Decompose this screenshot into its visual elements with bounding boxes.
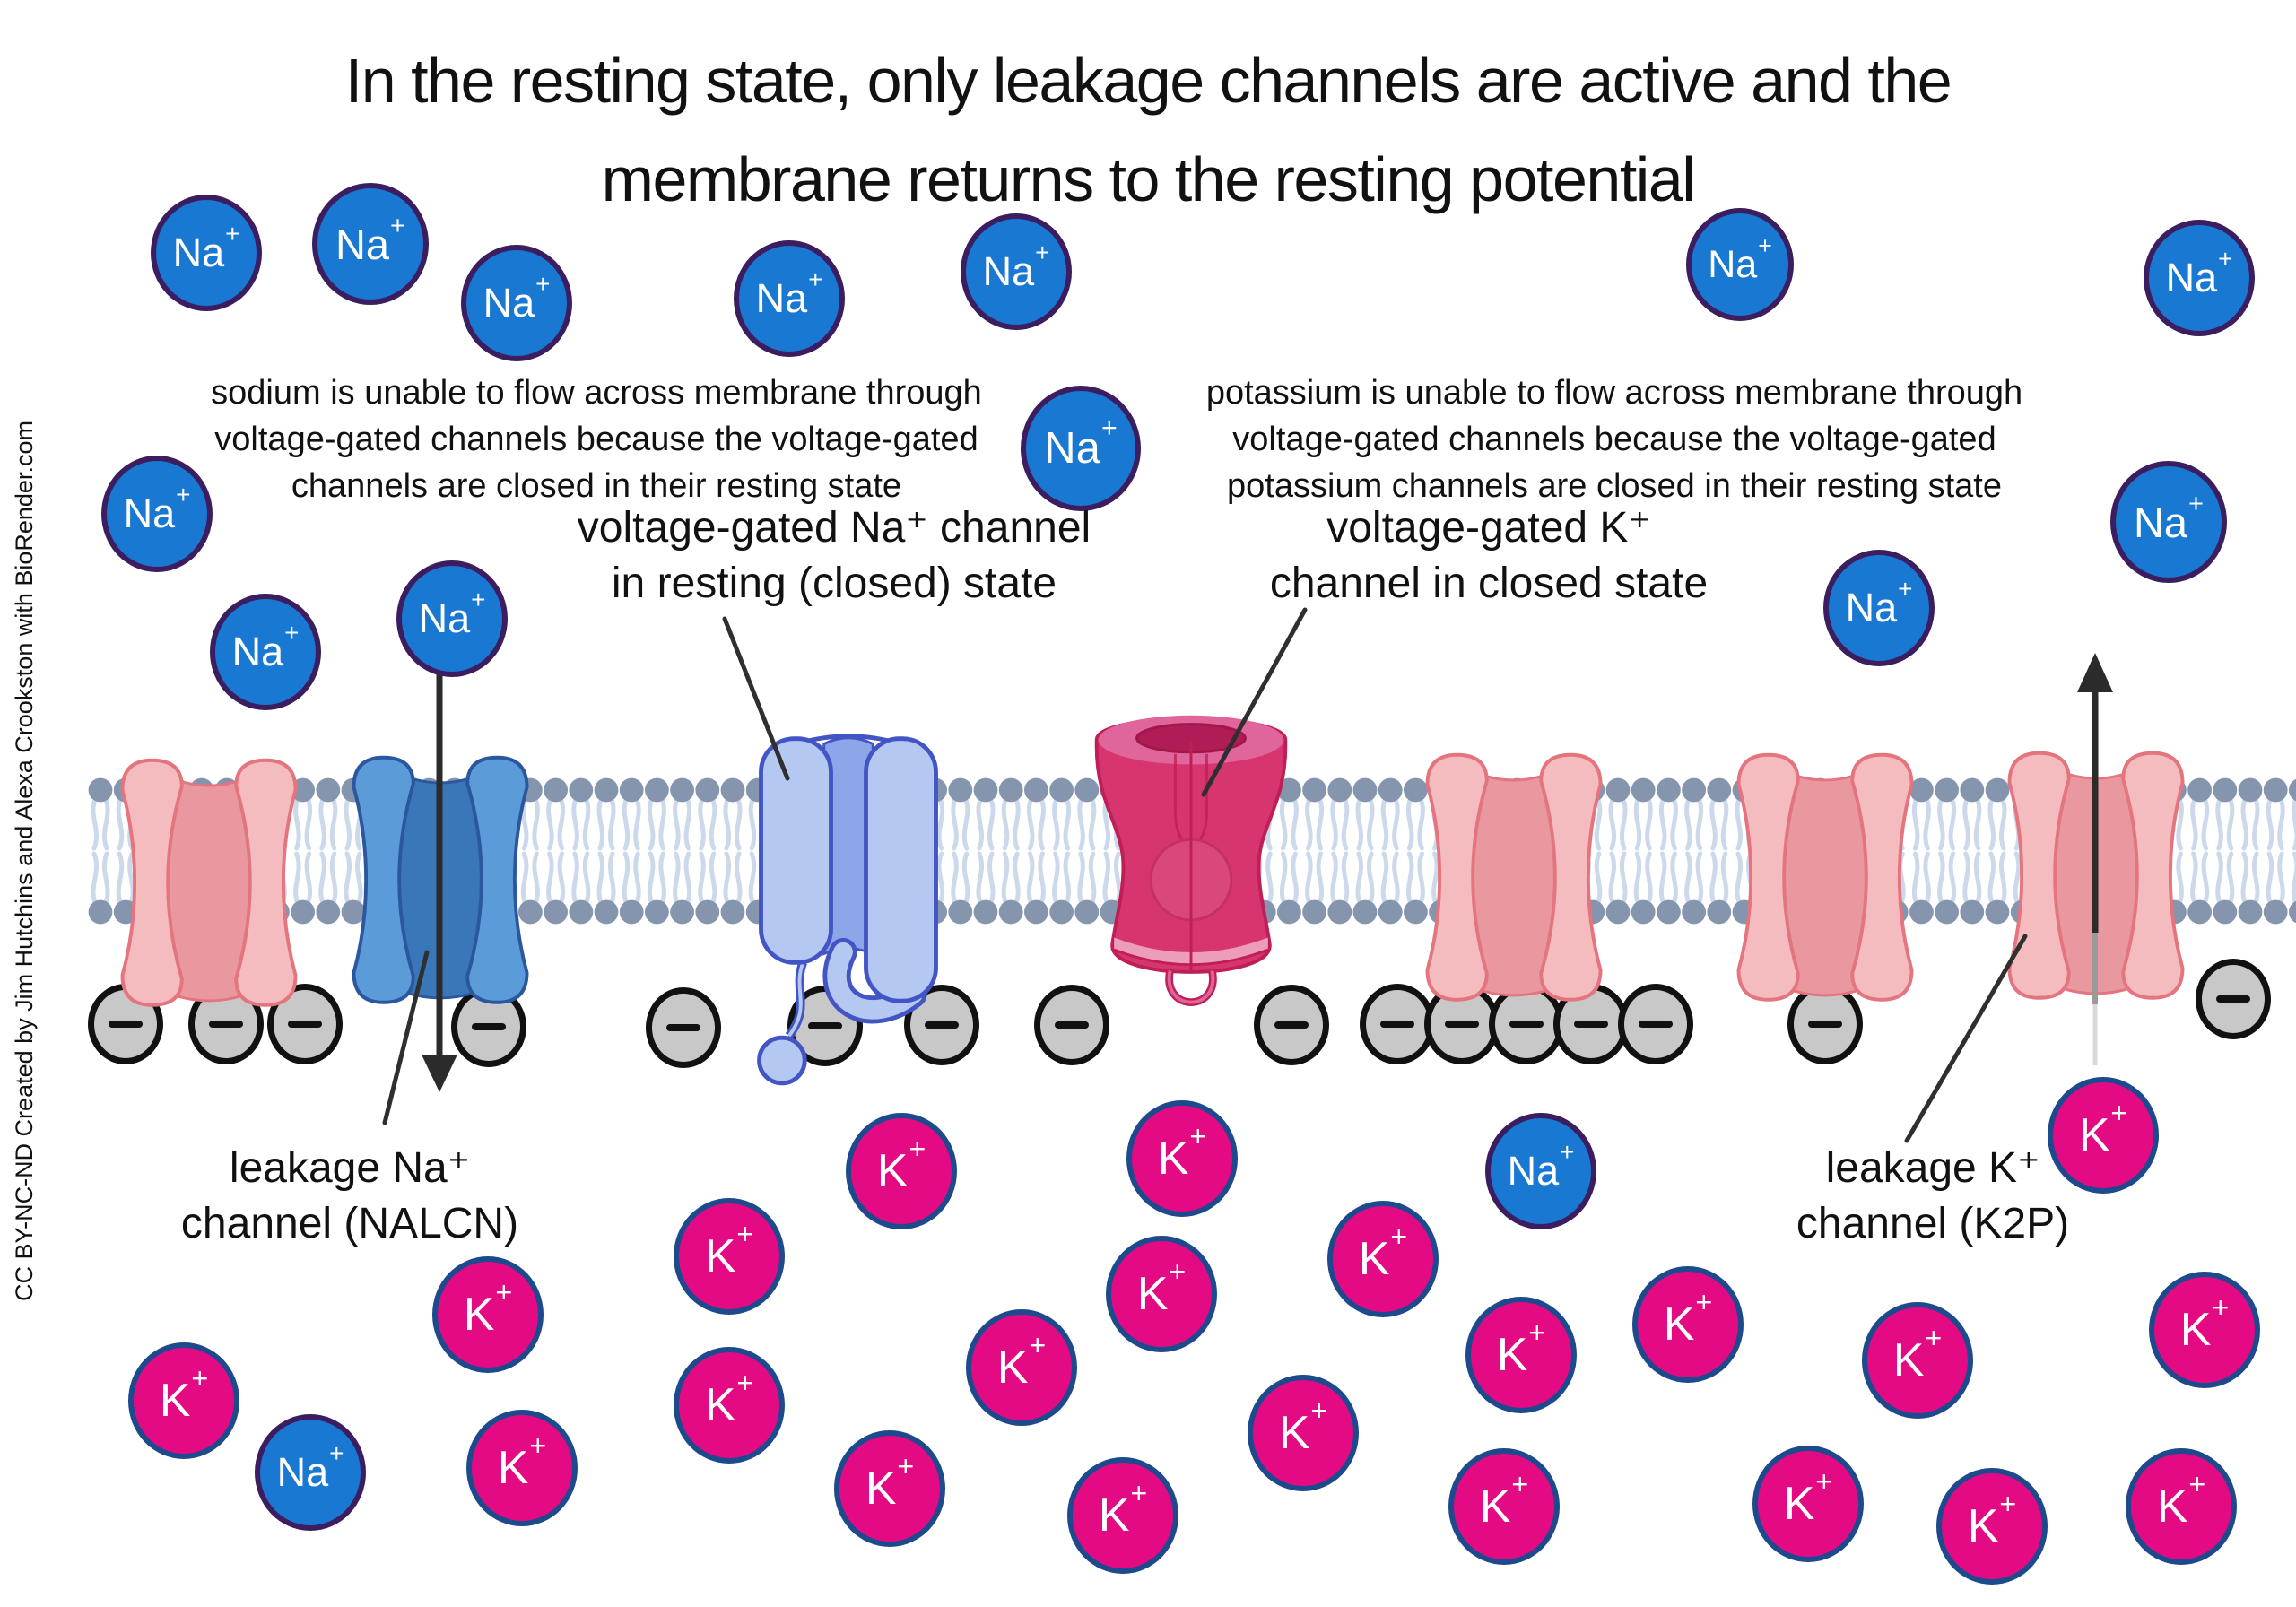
title-line-1: In the resting state, only leakage chann… <box>344 46 1952 116</box>
na-ion: Na+ <box>210 594 321 710</box>
na-ion: Na+ <box>1823 550 1935 666</box>
label-leakage-k-channel: leakage K⁺ channel (K2P) <box>1796 1144 2070 1247</box>
k-ion: K+ <box>1862 1302 1973 1419</box>
na-ion: Na+ <box>396 560 508 677</box>
k-ion: K+ <box>1126 1100 1238 1217</box>
negative-charge <box>1424 984 1500 1064</box>
potassium-annotation: potassium is unable to flow across membr… <box>1205 374 2023 505</box>
voltage-gated-k-channel <box>1091 708 1292 1016</box>
membrane-protein-right-2 <box>1724 746 1926 1009</box>
k-ion: K+ <box>466 1410 578 1526</box>
k-ion: K+ <box>1752 1446 1864 1562</box>
negative-charge <box>188 984 264 1064</box>
na-influx-arrow <box>422 671 457 1092</box>
voltage-gated-na-channel <box>753 728 944 1106</box>
k-ion: K+ <box>846 1113 957 1229</box>
negative-charge <box>1787 984 1863 1064</box>
pointer-line-leak-k <box>1904 934 2028 1143</box>
na-ion: Na+ <box>961 213 1072 330</box>
negative-charge <box>1553 984 1629 1064</box>
negative-charge <box>646 987 721 1068</box>
na-ion: Na+ <box>255 1414 366 1531</box>
k-ion: K+ <box>966 1309 1077 1426</box>
k-ion: K+ <box>1327 1201 1439 1317</box>
k-ion: K+ <box>674 1347 785 1464</box>
na-ion: Na+ <box>1485 1113 1596 1229</box>
pointer-line-leak-na <box>382 950 430 1125</box>
k-ion: K+ <box>128 1342 239 1459</box>
k-ion: K+ <box>1465 1297 1577 1413</box>
k-ion: K+ <box>2149 1272 2260 1388</box>
negative-charge <box>451 986 526 1067</box>
membrane-protein-left <box>108 751 310 1014</box>
k-ion: K+ <box>1106 1236 1217 1352</box>
k-efflux-arrow <box>2077 653 2113 1065</box>
label-voltage-gated-k-channel: voltage-gated K⁺ channel in closed state <box>1269 504 1709 607</box>
label-voltage-gated-na-channel: voltage-gated Na⁺ channel in resting (cl… <box>577 504 1091 607</box>
k-ion: K+ <box>1936 1468 2048 1585</box>
leakage-k-channel-k2p <box>1995 744 2197 1007</box>
page-title: In the resting state, only leakage chann… <box>0 31 2296 229</box>
negative-charge <box>1034 985 1109 1065</box>
leakage-na-channel-nalcn <box>339 749 542 1012</box>
k-ion: K+ <box>1067 1457 1178 1574</box>
credit-text: CC BY-NC-ND Created by Jim Hutchins and … <box>11 421 38 1301</box>
na-ion: Na+ <box>2110 461 2227 583</box>
negative-charge <box>267 984 343 1064</box>
pointer-line-vg-k <box>1201 607 1308 797</box>
k-ion: K+ <box>1448 1448 1560 1565</box>
negative-charge <box>1254 985 1329 1065</box>
sodium-annotation: sodium is unable to flow across membrane… <box>211 374 982 505</box>
na-ion: Na+ <box>461 245 572 361</box>
k-ion: K+ <box>1632 1266 1744 1383</box>
title-line-2: membrane returns to the resting potentia… <box>601 144 1696 214</box>
negative-charge <box>787 986 863 1066</box>
pointer-line-vg-na <box>722 616 790 781</box>
membrane-protein-right-1 <box>1413 746 1615 1009</box>
k-ion: K+ <box>674 1198 785 1315</box>
na-ion: Na+ <box>734 240 845 357</box>
k-ion: K+ <box>2126 1448 2237 1565</box>
negative-charge <box>1489 984 1564 1064</box>
k-ion: K+ <box>432 1256 544 1373</box>
k-ion: K+ <box>1248 1375 1359 1491</box>
negative-charge <box>1360 984 1435 1064</box>
k-ion: K+ <box>834 1430 945 1547</box>
negative-charge <box>2196 959 2271 1039</box>
negative-charge <box>1618 984 1693 1064</box>
label-leakage-na-channel: leakage Na⁺ channel (NALCN) <box>180 1144 519 1247</box>
na-ion: Na+ <box>2144 220 2255 336</box>
negative-charge <box>88 984 163 1064</box>
negative-charge <box>904 985 979 1065</box>
